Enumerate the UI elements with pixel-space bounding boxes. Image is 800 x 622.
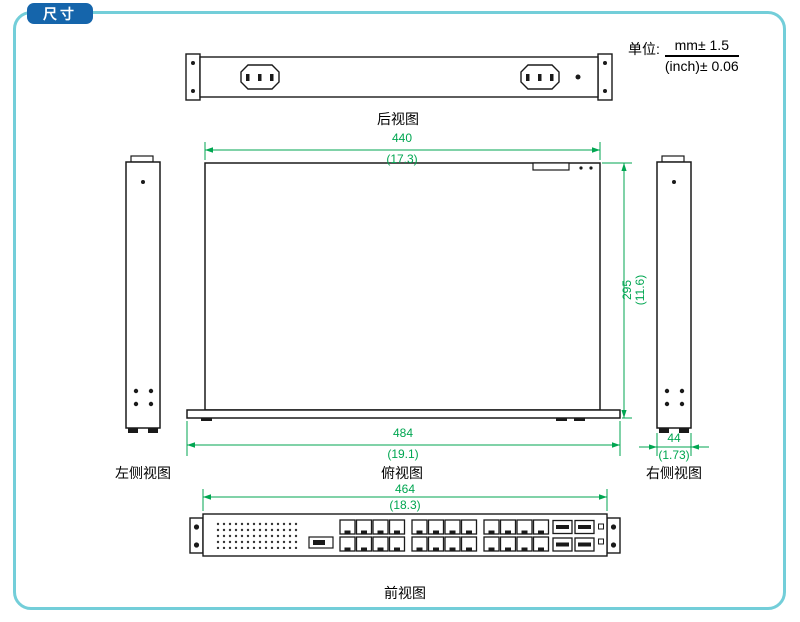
vent-grid bbox=[214, 520, 300, 549]
power-inlet-right bbox=[520, 64, 560, 90]
left-side-holes bbox=[128, 180, 158, 433]
view-label-top: 俯视图 bbox=[381, 465, 423, 481]
front-mounting-holes bbox=[193, 524, 617, 548]
right-side-view-drawing bbox=[656, 155, 692, 433]
page-border-frame bbox=[13, 11, 786, 610]
right-side-holes bbox=[659, 180, 689, 433]
view-label-rear: 后视图 bbox=[377, 111, 419, 127]
dimension-lines bbox=[186, 142, 709, 511]
page-title-tab: 尺寸 bbox=[27, 3, 93, 24]
view-label-left: 左侧视图 bbox=[115, 465, 171, 481]
view-label-front: 前视图 bbox=[384, 585, 426, 601]
view-label-right: 右侧视图 bbox=[646, 465, 702, 481]
dim-front-width-mm: 464 bbox=[394, 482, 416, 496]
rear-view-drawing bbox=[185, 53, 613, 101]
front-view-drawing bbox=[189, 513, 621, 557]
left-side-view-drawing bbox=[125, 155, 161, 433]
rear-mounting-holes bbox=[191, 61, 607, 93]
dim-depth-inch: (11.6) bbox=[633, 274, 647, 306]
top-view-feet bbox=[201, 418, 585, 421]
unit-fraction: mm± 1.5 (inch)± 0.06 bbox=[664, 37, 739, 74]
dim-top-width-mm: 440 bbox=[391, 131, 413, 145]
dim-front-width-inch: (18.3) bbox=[389, 498, 421, 512]
console-module bbox=[308, 536, 334, 549]
unit-inch-tolerance: (inch)± 0.06 bbox=[664, 58, 739, 74]
dim-base-width-mm: 484 bbox=[392, 426, 414, 440]
dim-base-width-inch: (19.1) bbox=[387, 447, 419, 461]
dimension-arrows bbox=[187, 147, 699, 500]
dim-side-width-mm: 44 bbox=[667, 431, 681, 445]
status-leds bbox=[598, 523, 604, 545]
dim-top-width-inch: (17.3) bbox=[386, 152, 418, 166]
page-title: 尺寸 bbox=[43, 5, 77, 22]
dim-depth: 295 (11.6) bbox=[620, 274, 647, 306]
unit-mm-tolerance: mm± 1.5 bbox=[664, 37, 739, 57]
power-inlet-left bbox=[240, 64, 280, 90]
dim-side-width-inch: (1.73) bbox=[658, 448, 690, 462]
unit-label: 单位: bbox=[628, 41, 660, 57]
unit-tolerance-note: 单位: mm± 1.5 (inch)± 0.06 bbox=[628, 37, 739, 74]
top-view-drawing bbox=[186, 162, 621, 421]
